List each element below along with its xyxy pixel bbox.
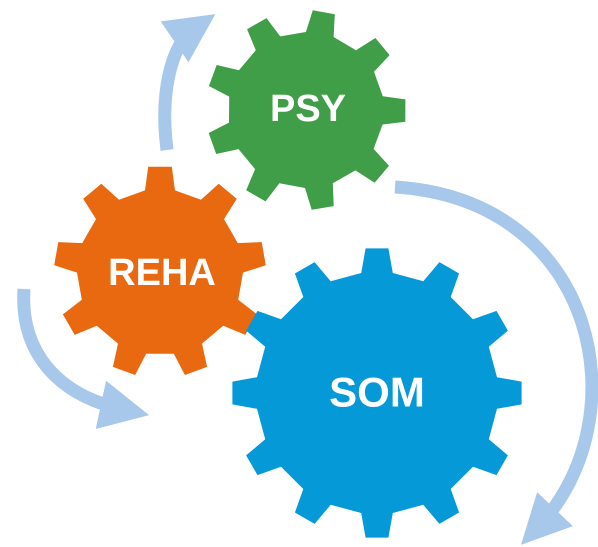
reha-gear-label: REHA xyxy=(108,252,216,294)
arrow-psy-to-som xyxy=(394,180,598,545)
arrow-left-to-som xyxy=(17,288,150,429)
arrow-reha-to-psy xyxy=(158,14,216,151)
som-gear-label: SOM xyxy=(329,369,425,416)
psy-gear: PSY xyxy=(208,10,406,210)
psy-gear-label: PSY xyxy=(270,88,346,130)
reha-gear: REHA xyxy=(54,166,266,375)
som-gear: SOM xyxy=(232,248,522,538)
